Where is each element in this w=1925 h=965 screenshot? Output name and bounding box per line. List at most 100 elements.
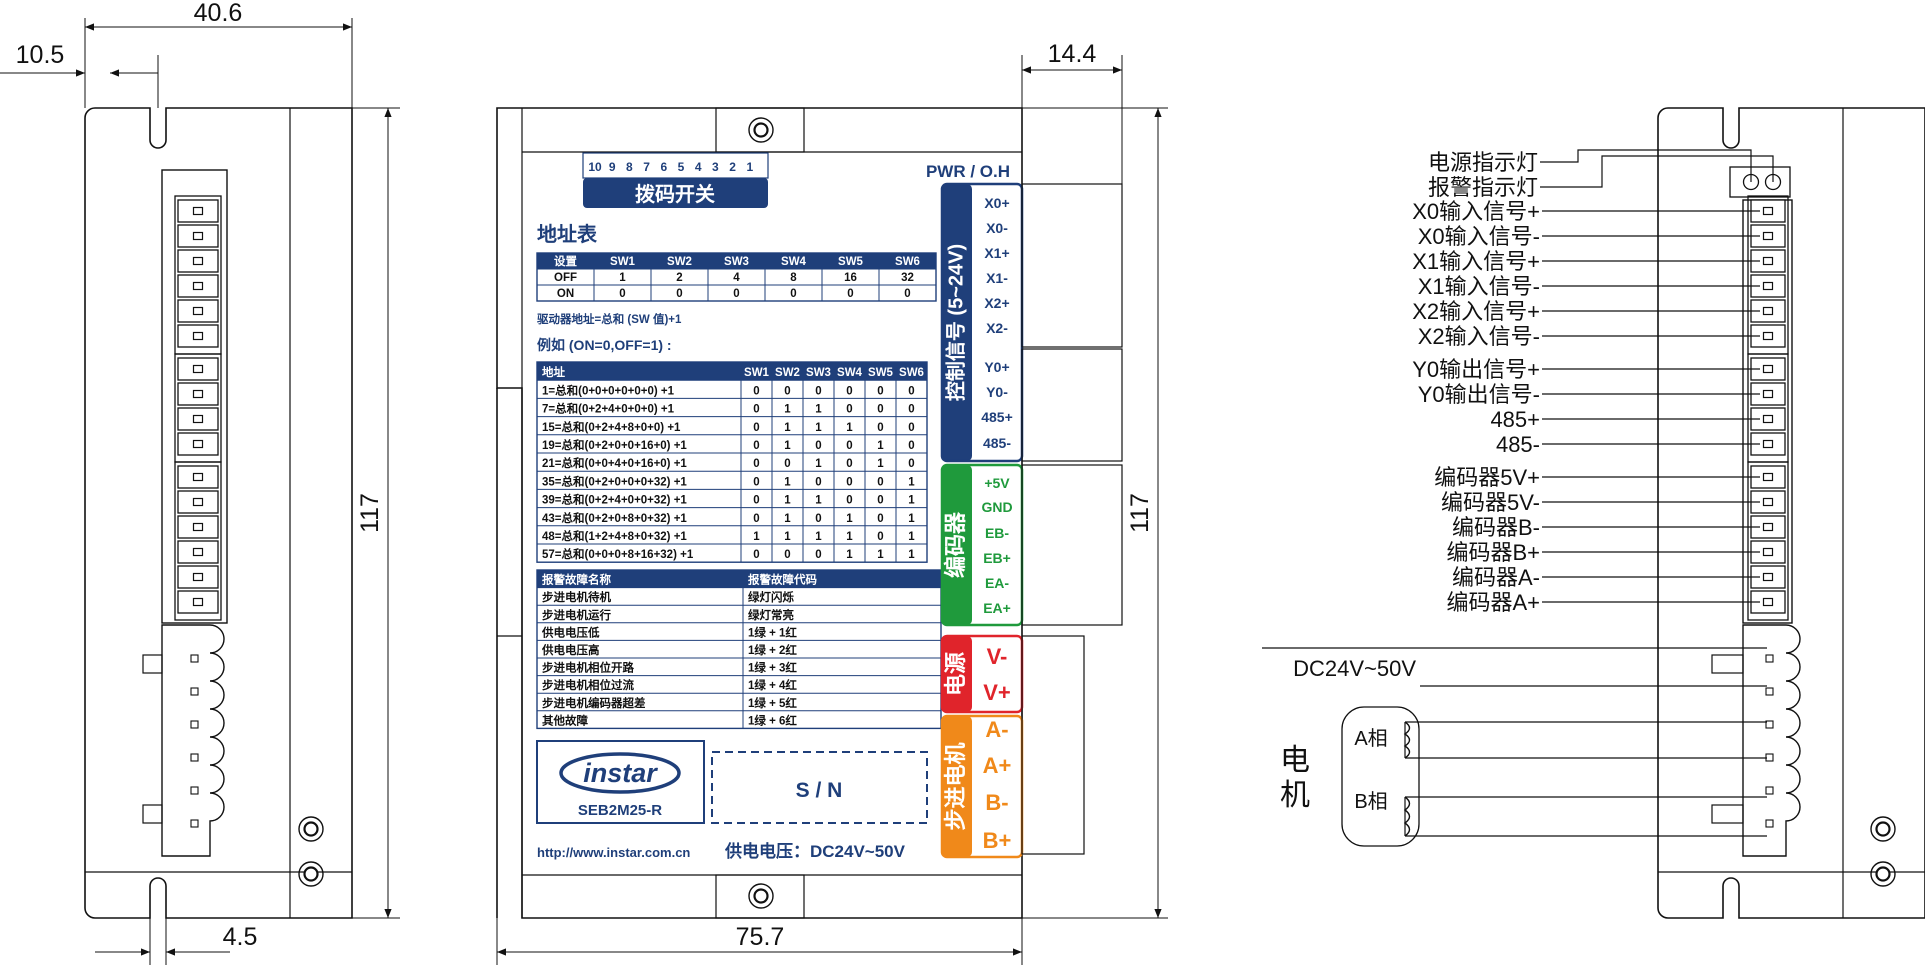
power-supply-label: DC24V~50V [1293, 656, 1416, 681]
table-cell: 1 [753, 531, 760, 543]
screw-icon [298, 861, 324, 887]
pin-label: EB- [985, 525, 1009, 541]
table-cell: 2 [676, 272, 682, 284]
terminal-pin [177, 490, 219, 514]
pin-label: V+ [983, 680, 1011, 705]
table-cell: 步进电机待机 [542, 590, 611, 604]
motor-label-line2: 机 [1280, 779, 1310, 812]
screw-icon [748, 883, 774, 909]
dip-number: 6 [660, 160, 667, 174]
table-cell: 0 [908, 404, 914, 416]
phase-a-label: A相 [1354, 727, 1387, 750]
serial-number-label: S / N [796, 779, 843, 802]
signal-label: X0输入信号- [1418, 224, 1540, 249]
table-cell: 1 [846, 422, 853, 434]
table-cell: 1 [908, 531, 915, 543]
table-cell: 0 [877, 513, 883, 525]
table-header-cell: SW5 [838, 256, 864, 268]
table-cell: 0 [753, 549, 759, 561]
table-cell: 1=总和(0+0+0+0+0+0) +1 [542, 383, 675, 397]
table-header-cell: 报警故障名称 [542, 573, 611, 587]
table-cell: 1绿 + 1红 [748, 625, 797, 639]
table-cell: 1 [784, 440, 791, 452]
address-formula: 驱动器地址=总和 (SW 值)+1 [537, 312, 682, 326]
address-title: 地址表 [537, 222, 598, 246]
section-title: 电源 [943, 652, 968, 696]
table-cell: 0 [877, 495, 883, 507]
table-header-cell: SW1 [610, 256, 636, 268]
table-cell: 1绿 + 3红 [748, 661, 797, 675]
table-header-cell: SW2 [775, 367, 800, 379]
terminal-pin [177, 357, 219, 381]
terminal-pin [177, 465, 219, 489]
table-cell: 0 [733, 288, 739, 300]
screw-icon [1870, 861, 1896, 887]
phase-b-label: B相 [1354, 790, 1387, 813]
dip-number: 8 [626, 160, 633, 174]
terminal-pin [177, 199, 219, 223]
signal-label: X2输入信号+ [1412, 299, 1540, 324]
table-cell: 0 [676, 288, 682, 300]
pin-label: B- [985, 790, 1008, 815]
table-cell: 0 [753, 458, 759, 470]
table-cell: 绿灯常亮 [748, 608, 794, 622]
terminal-pin [177, 515, 219, 539]
pin-label: X1- [986, 270, 1008, 286]
dim-width: 40.6 [194, 0, 243, 27]
signal-label: 485- [1496, 432, 1540, 457]
terminal-pin [177, 299, 219, 323]
pwr-oh-label: PWR / O.H [926, 162, 1010, 181]
table-header-cell: SW1 [744, 367, 770, 379]
table-cell: 其他故障 [542, 713, 588, 727]
table-cell: 0 [846, 440, 852, 452]
signal-label: X2输入信号- [1418, 324, 1540, 349]
table-cell: 35=总和(0+2+0+0+0+32) +1 [542, 474, 687, 488]
table-cell: 0 [846, 385, 852, 397]
pin-label: EA+ [983, 600, 1011, 616]
table-header-cell: SW6 [895, 256, 920, 268]
table-cell: 1 [877, 549, 884, 561]
dip-number: 4 [695, 160, 702, 174]
signal-label: Y0输出信号+ [1412, 357, 1540, 382]
website-url: http://www.instar.com.cn [537, 845, 690, 860]
table-cell: 0 [753, 476, 759, 488]
table-header-cell: SW4 [837, 367, 863, 379]
table-cell: 0 [877, 385, 883, 397]
table-cell: 0 [753, 513, 759, 525]
table-cell: ON [557, 288, 574, 300]
table-cell: 4 [733, 272, 740, 284]
connector-section: 控制信号 (5~24V)X0+X0-X1+X1-X2+X2-Y0+Y0-485+… [940, 182, 1024, 463]
terminal-pin [177, 249, 219, 273]
table-cell: 步进电机运行 [542, 608, 611, 622]
table-cell: 0 [908, 458, 914, 470]
pin-label: +5V [984, 475, 1010, 491]
right-side-view: 电源指示灯 报警指示灯 X0输入信号+X0输入信号-X1输入信号+X1输入信号-… [1262, 107, 1925, 919]
table-cell: 1 [846, 531, 853, 543]
pin-label: EB+ [983, 550, 1011, 566]
table-header-cell: SW3 [724, 256, 749, 268]
table-cell: 1 [908, 513, 915, 525]
table-cell: 1 [908, 495, 915, 507]
table-cell: 1 [784, 476, 791, 488]
signal-label: 编码器B- [1452, 515, 1540, 540]
table-cell: 0 [904, 288, 910, 300]
table-header-cell: SW2 [667, 256, 692, 268]
pin-label: X1+ [984, 245, 1009, 261]
signal-label: 编码器A+ [1446, 590, 1540, 615]
table-cell: 1 [877, 458, 884, 470]
table-cell: 1 [784, 422, 791, 434]
table-cell: 0 [784, 549, 790, 561]
signal-label: X0输入信号+ [1412, 199, 1540, 224]
dip-number: 7 [643, 160, 650, 174]
table-header-cell: SW4 [781, 256, 807, 268]
table-cell: 15=总和(0+2+4+8+0+0) +1 [542, 420, 681, 434]
pin-label: X0- [986, 220, 1008, 236]
table-cell: 步进电机编码器超差 [542, 696, 646, 710]
dim-conn-depth: 14.4 [1048, 40, 1097, 68]
table-cell: 0 [790, 288, 796, 300]
